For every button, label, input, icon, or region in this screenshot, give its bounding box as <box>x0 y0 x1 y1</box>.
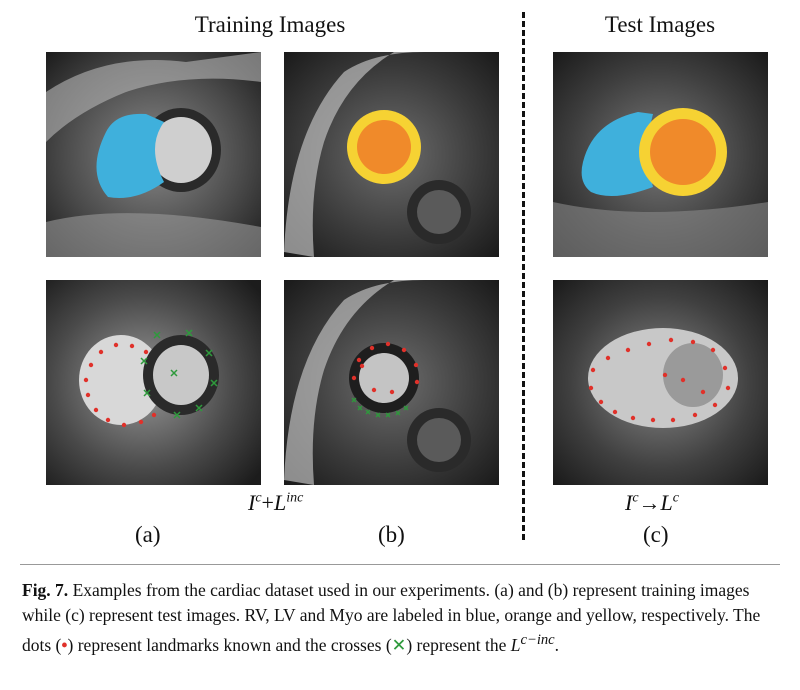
mri-image-c-segmentation <box>553 52 768 257</box>
mri-image-a-landmarks <box>46 280 261 485</box>
caption-rule <box>20 564 780 565</box>
training-formula: Ic+Linc <box>248 490 304 515</box>
landmark-dot-icon: • <box>61 634 68 655</box>
figure-caption: Fig. 7. Examples from the cardiac datase… <box>22 580 761 655</box>
cross-icon: ✕ <box>391 634 407 655</box>
mri-image-b-landmarks <box>284 280 499 485</box>
panel-label-c: (c) <box>643 522 669 547</box>
training-images-heading: Training Images <box>194 12 346 37</box>
mri-image-c-landmarks <box>553 280 768 485</box>
test-formula: Ic→Lc <box>625 490 680 515</box>
mri-image-a-segmentation <box>46 52 261 257</box>
figure-label: Fig. 7. <box>22 580 69 600</box>
mri-image-b-segmentation <box>284 52 499 257</box>
panel-label-a: (a) <box>135 522 161 547</box>
dashed-divider <box>522 12 525 540</box>
test-images-heading: Test Images <box>604 12 716 37</box>
panel-label-b: (b) <box>378 522 405 547</box>
